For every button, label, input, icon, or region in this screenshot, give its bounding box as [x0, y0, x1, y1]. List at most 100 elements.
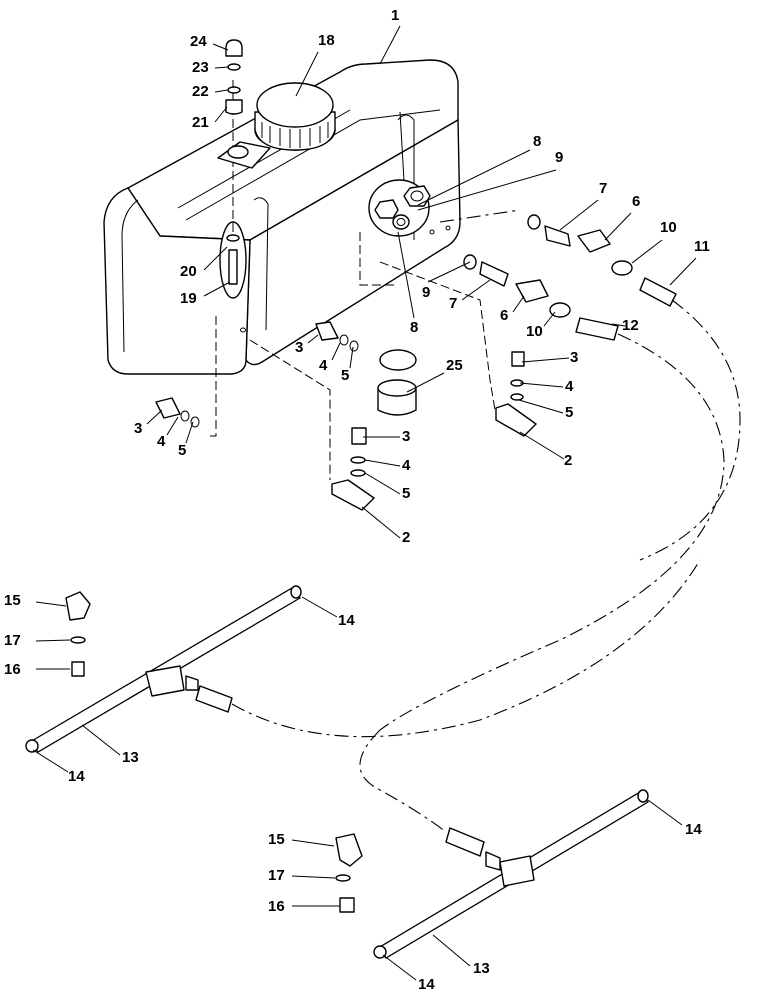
- callout-leader: [81, 724, 121, 756]
- upper-fitting-line: [439, 209, 741, 561]
- callout-leader: [307, 334, 319, 344]
- callout-leader: [512, 295, 525, 313]
- level-gauge: [226, 234, 240, 285]
- callout-number: 13: [473, 960, 490, 977]
- callout-number: 13: [122, 749, 139, 766]
- callout-number: 7: [599, 180, 607, 197]
- callout-number: 4: [402, 457, 411, 474]
- callout-number: 17: [268, 867, 285, 884]
- callout-number: 12: [622, 317, 639, 334]
- lower-fitting-line: [379, 254, 725, 731]
- callout-number: 5: [565, 404, 573, 421]
- callout-leader: [406, 372, 445, 393]
- callout-number: 4: [319, 357, 328, 374]
- callout-number: 3: [134, 420, 142, 437]
- callout-leader: [291, 875, 336, 879]
- callout-number: 8: [533, 133, 541, 150]
- callout-leader: [185, 421, 194, 444]
- callout-number: 15: [268, 831, 285, 848]
- callout-leader: [611, 323, 626, 327]
- callout-number: 9: [555, 149, 563, 166]
- callout-leader: [427, 261, 471, 283]
- callout-leader: [631, 239, 663, 264]
- callout-number: 15: [4, 592, 21, 609]
- callout-leader: [35, 639, 71, 642]
- bracket-hardware: [155, 321, 537, 511]
- callout-leader: [364, 459, 401, 467]
- callout-leader: [559, 199, 599, 231]
- upper-boom: [25, 585, 302, 753]
- callout-number: 14: [685, 821, 702, 838]
- callout-number: 5: [178, 442, 186, 459]
- fill-cap: [217, 82, 336, 169]
- callout-leader: [669, 257, 697, 286]
- drain-cap: [377, 349, 417, 416]
- callout-leader: [146, 409, 163, 425]
- callout-leader: [203, 281, 231, 297]
- callout-number: 20: [180, 263, 197, 280]
- callout-leader: [604, 212, 632, 241]
- callout-leader: [214, 89, 229, 93]
- callout-number: 18: [318, 32, 335, 49]
- callout-leader: [543, 311, 556, 327]
- callout-leader: [331, 342, 341, 361]
- callout-number: 9: [422, 284, 430, 301]
- callout-leader: [32, 749, 69, 773]
- callout-leader: [364, 472, 401, 495]
- callout-number: 24: [190, 33, 207, 50]
- callout-leader: [647, 799, 683, 826]
- callout-leader: [521, 357, 570, 363]
- callout-leader: [397, 231, 415, 319]
- callout-number: 4: [565, 378, 574, 395]
- callout-leader: [417, 149, 531, 206]
- lower-boom: [335, 789, 649, 959]
- callout-number: 6: [632, 193, 640, 210]
- callout-leader: [35, 601, 67, 607]
- callout-leader: [291, 839, 335, 847]
- callout-number: 8: [410, 319, 418, 336]
- callout-leader: [518, 399, 564, 414]
- callout-number: 14: [338, 612, 355, 629]
- callout-number: 16: [4, 661, 21, 678]
- callout-leader: [203, 246, 228, 271]
- callout-number: 23: [192, 59, 209, 76]
- callout-number: 1: [391, 7, 399, 24]
- callout-leader: [519, 382, 564, 388]
- callout-leader: [519, 431, 565, 460]
- callout-leader: [212, 43, 229, 51]
- callout-number: 3: [402, 428, 410, 445]
- callout-leader: [461, 279, 491, 301]
- callout-number: 10: [526, 323, 543, 340]
- callout-number: 6: [500, 307, 508, 324]
- callout-leader: [361, 506, 401, 539]
- callout-number: 2: [564, 452, 572, 469]
- callout-number: 17: [4, 632, 21, 649]
- callout-number: 14: [418, 976, 435, 993]
- callout-leader: [382, 954, 417, 981]
- hose-runs: [231, 559, 701, 833]
- vent-hardware: [225, 39, 243, 115]
- callout-leader: [349, 346, 354, 369]
- callout-leader: [214, 66, 230, 69]
- callout-number: 10: [660, 219, 677, 236]
- callout-leader: [417, 169, 557, 211]
- callout-number: 21: [192, 114, 209, 131]
- callout-leader: [432, 934, 471, 967]
- callout-number: 5: [341, 367, 349, 384]
- callout-leader: [379, 25, 401, 65]
- callout-number: 22: [192, 83, 209, 100]
- callout-number: 2: [402, 529, 410, 546]
- callout-number: 25: [446, 357, 463, 374]
- callout-leader: [214, 106, 228, 123]
- callout-leader: [301, 596, 338, 618]
- callout-number: 16: [268, 898, 285, 915]
- callout-number: 3: [295, 339, 303, 356]
- callout-number: 4: [157, 433, 166, 450]
- callout-number: 19: [180, 290, 197, 307]
- callout-number: 11: [694, 238, 710, 255]
- callout-number: 7: [449, 295, 457, 312]
- callout-leader: [166, 416, 179, 436]
- callout-number: 5: [402, 485, 410, 502]
